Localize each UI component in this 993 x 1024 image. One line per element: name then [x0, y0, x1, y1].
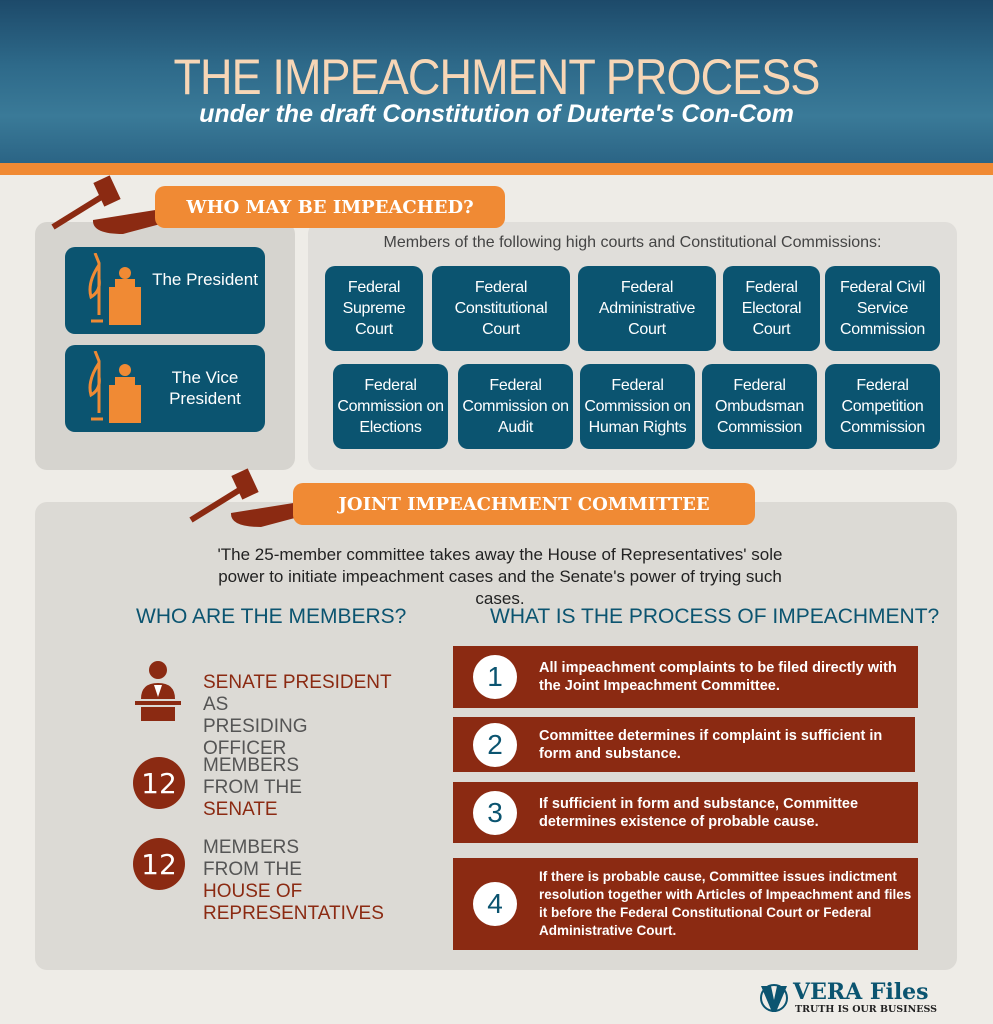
official-label: The Vice President — [169, 368, 241, 408]
body-card: Federal Commission on Audit — [458, 364, 573, 449]
process-step: 3 If sufficient in form and substance, Co… — [453, 782, 918, 843]
speaker-at-podium-icon — [135, 661, 181, 721]
committee-description: 'The 25-member committee takes away the … — [217, 545, 783, 608]
step-text: All impeachment complaints to be filed d… — [539, 660, 897, 694]
count-badge: 12 — [133, 757, 185, 809]
step-text: If there is probable cause, Committee is… — [539, 869, 912, 938]
member-highlight: SENATE PRESIDENT — [203, 672, 392, 693]
body-card: Federal Constitutional Court — [432, 266, 570, 351]
bodies-intro: Members of the following high courts and… — [383, 234, 882, 251]
president-at-podium-icon — [88, 253, 141, 325]
vera-files-logo-icon — [760, 984, 788, 1012]
member-text: MEMBERS FROM THE — [203, 755, 302, 798]
step-number: 1 — [473, 655, 517, 699]
member-highlight: HOUSE OF REPRESENTATIVES — [203, 881, 384, 924]
official-card-vice-president: The Vice President — [65, 345, 265, 432]
member-highlight: SENATE — [203, 799, 278, 820]
process-step: 1 All impeachment complaints to be filed … — [453, 646, 918, 708]
official-card-president: The President — [65, 247, 265, 334]
step-number: 2 — [473, 722, 517, 767]
body-card: Federal Electoral Court — [723, 266, 820, 351]
member-text: MEMBERS FROM THE — [203, 837, 302, 880]
page-title: THE IMPEACHMENT PROCESS — [173, 49, 820, 105]
tagline: TRUTH IS OUR BUSINESS — [795, 1004, 938, 1015]
who-may-be-impeached-banner: WHO MAY BE IMPEACHED? — [155, 186, 505, 228]
vice-president-at-podium-icon — [88, 351, 141, 423]
body-card: Federal Ombudsman Commission — [702, 364, 817, 449]
header-banner — [0, 0, 993, 166]
body-card: Federal Civil Service Commission — [825, 266, 940, 351]
body-card: Federal Competition Commission — [825, 364, 940, 449]
process-heading: WHAT IS THE PROCESS OF IMPEACHMENT? — [490, 605, 940, 628]
member-text: AS PRESIDING OFFICER — [203, 694, 308, 759]
process-step: 2 Committee determines if complaint is su… — [453, 717, 915, 772]
process-step: 4 If there is probable cause, Committee i… — [453, 858, 918, 950]
step-text: Committee determines if complaint is suf… — [539, 727, 883, 762]
step-number: 3 — [473, 790, 517, 835]
official-label: The President — [152, 270, 258, 289]
committee-banner: JOINT IMPEACHMENT COMMITTEE — [293, 483, 755, 525]
gavel-icon — [189, 468, 306, 527]
gavel-icon — [51, 175, 168, 234]
divider — [0, 163, 993, 175]
count-badge: 12 — [133, 838, 185, 890]
members-heading: WHO ARE THE MEMBERS? — [136, 605, 407, 628]
vera-files-logo: VERA Files — [793, 979, 929, 1005]
step-number: 4 — [473, 882, 517, 926]
body-card: Federal Commission on Elections — [333, 364, 448, 449]
body-card: Federal Administrative Court — [578, 266, 716, 351]
step-text: If sufficient in form and substance, Com… — [539, 795, 859, 830]
body-card: Federal Supreme Court — [325, 266, 423, 351]
page-subtitle: under the draft Constitution of Duterte'… — [199, 100, 794, 128]
body-card: Federal Commission on Human Rights — [580, 364, 695, 449]
